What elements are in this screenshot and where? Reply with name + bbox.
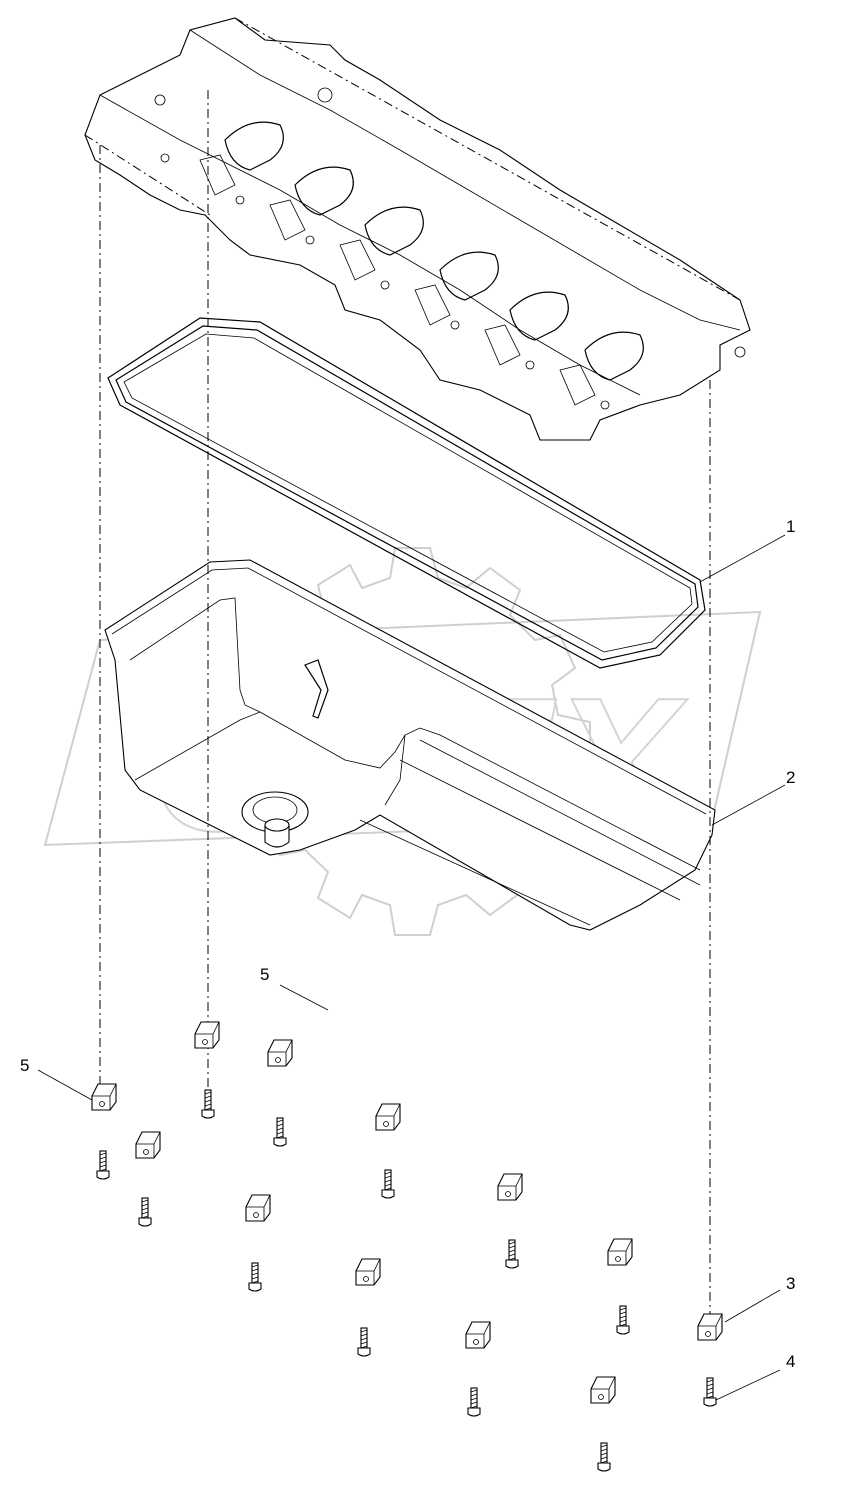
callout-2: 2 — [786, 768, 795, 787]
bolt — [201, 1089, 215, 1119]
clamp — [355, 1258, 381, 1286]
clamp — [590, 1376, 616, 1404]
callout-5-left: 5 — [20, 1056, 29, 1075]
callout-3: 3 — [786, 1274, 795, 1293]
clamp — [194, 1021, 220, 1049]
clamp — [135, 1131, 161, 1159]
bolt — [138, 1197, 152, 1227]
bolt — [467, 1387, 481, 1417]
drain-plug — [241, 791, 309, 848]
oil-pan — [104, 559, 716, 931]
bolt — [616, 1305, 630, 1335]
bolt — [273, 1117, 287, 1147]
clamp — [245, 1194, 271, 1222]
clamp — [91, 1083, 117, 1111]
bolt — [381, 1169, 395, 1199]
callout-5-center: 5 — [260, 965, 269, 984]
bearing-saddles — [199, 121, 644, 406]
alignment-lines — [99, 90, 711, 1325]
bolt — [505, 1239, 519, 1269]
bolt-group — [96, 1089, 717, 1472]
clamp-group — [91, 1021, 723, 1404]
callout-1: 1 — [786, 517, 795, 536]
bolt — [96, 1150, 110, 1180]
clamp — [465, 1321, 491, 1349]
callout-4: 4 — [786, 1352, 795, 1371]
clamp — [375, 1103, 401, 1131]
clamp — [607, 1238, 633, 1266]
bolt-holes — [154, 87, 746, 410]
clamp — [697, 1313, 723, 1341]
dipstick-tube — [304, 659, 329, 719]
bolt — [248, 1262, 262, 1292]
bolt — [703, 1377, 717, 1407]
oil-pan-gasket — [107, 317, 706, 669]
clamp — [497, 1173, 523, 1201]
engine-block — [84, 17, 751, 441]
clamp — [267, 1039, 293, 1067]
bolt — [597, 1442, 611, 1472]
bolt — [357, 1327, 371, 1357]
leader-lines — [37, 534, 786, 1401]
